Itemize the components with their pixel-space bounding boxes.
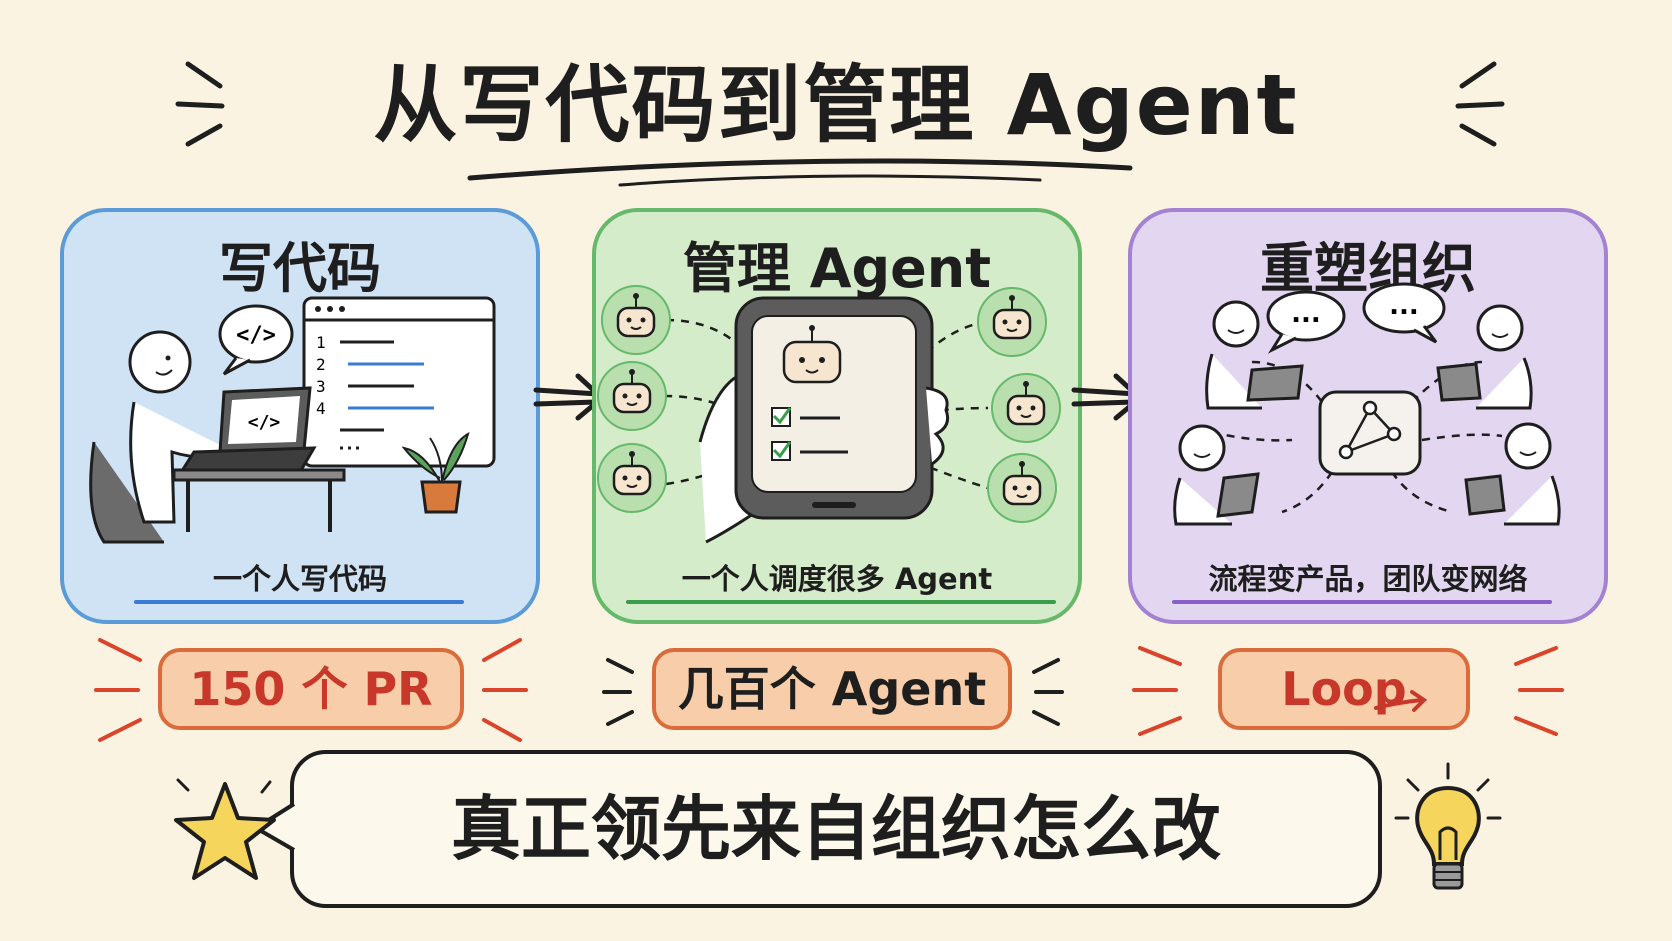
stat-label: 150 个 PR bbox=[189, 662, 433, 716]
panel-reshape-org: 重塑组织 ... ... bbox=[1128, 208, 1608, 624]
robot-icon bbox=[601, 285, 671, 355]
stat-pill-pr: 150 个 PR bbox=[158, 648, 464, 730]
coder-illustration: </> 1 2 3 4 </> bbox=[89, 296, 496, 544]
person-with-tablet-icon bbox=[1436, 304, 1533, 410]
lightbulb-icon bbox=[1394, 762, 1502, 890]
panel-caption: 一个人调度很多 Agent bbox=[681, 562, 993, 596]
line-number: 3 bbox=[316, 377, 326, 396]
line-number: 2 bbox=[316, 355, 326, 374]
person-with-tablet-icon bbox=[1173, 424, 1260, 526]
plant-icon bbox=[401, 431, 470, 514]
chat-dots: ... bbox=[1291, 299, 1321, 329]
network-hub-icon bbox=[1318, 390, 1422, 476]
robot-icon bbox=[597, 361, 667, 431]
phone-icon bbox=[734, 296, 934, 520]
caption-underline bbox=[1172, 600, 1552, 604]
bubble-code-tag: </> bbox=[236, 323, 276, 348]
panel-title: 重塑组织 bbox=[1260, 237, 1476, 300]
person-with-laptop-icon bbox=[1205, 300, 1304, 410]
robot-icon bbox=[597, 443, 667, 513]
stat-label: 几百个 Agent bbox=[677, 662, 987, 716]
panel-title: 管理 Agent bbox=[682, 237, 992, 300]
title-sparkle-left-icon bbox=[175, 61, 225, 147]
laptop-code-tag: </> bbox=[248, 412, 281, 433]
code-speech-bubble-icon: </> bbox=[218, 304, 294, 376]
line-number: 4 bbox=[316, 399, 326, 418]
panel-caption: 流程变产品，团队变网络 bbox=[1208, 562, 1528, 596]
agent-phone-illustration bbox=[597, 285, 1061, 544]
code-window: 1 2 3 4 bbox=[302, 296, 496, 468]
stat-pill-agents: 几百个 Agent bbox=[652, 648, 1012, 730]
caption-underline bbox=[134, 600, 464, 604]
stat-pill-loop: Loop bbox=[1218, 648, 1470, 730]
org-network-illustration: ... ... bbox=[1173, 282, 1561, 526]
star-icon bbox=[174, 778, 276, 880]
person-with-tablet-icon bbox=[1464, 422, 1561, 526]
laptop-icon: </> bbox=[177, 386, 317, 476]
panel-title: 写代码 bbox=[219, 237, 381, 300]
loop-arrow-icon bbox=[1374, 690, 1428, 712]
page-title: 从写代码到管理 Agent bbox=[373, 56, 1299, 154]
chat-bubble-icon: ... bbox=[1362, 282, 1446, 344]
robot-icon bbox=[977, 287, 1047, 357]
panel-write-code: 写代码 </> 1 2 3 4 bbox=[60, 208, 540, 624]
caption-underline bbox=[626, 600, 1056, 604]
line-number: 1 bbox=[316, 333, 326, 352]
robot-icon bbox=[991, 373, 1061, 443]
chat-dots: ... bbox=[1389, 291, 1419, 321]
panel-manage-agent: 管理 Agent bbox=[592, 208, 1082, 624]
banner-text: 真正领先来自组织怎么改 bbox=[451, 788, 1221, 870]
panel-caption: 一个人写代码 bbox=[212, 562, 387, 596]
bottom-banner: 真正领先来自组织怎么改 bbox=[290, 750, 1382, 908]
robot-icon bbox=[987, 453, 1057, 523]
chat-bubble-icon: ... bbox=[1266, 290, 1346, 354]
title-sparkle-right-icon bbox=[1455, 61, 1505, 147]
